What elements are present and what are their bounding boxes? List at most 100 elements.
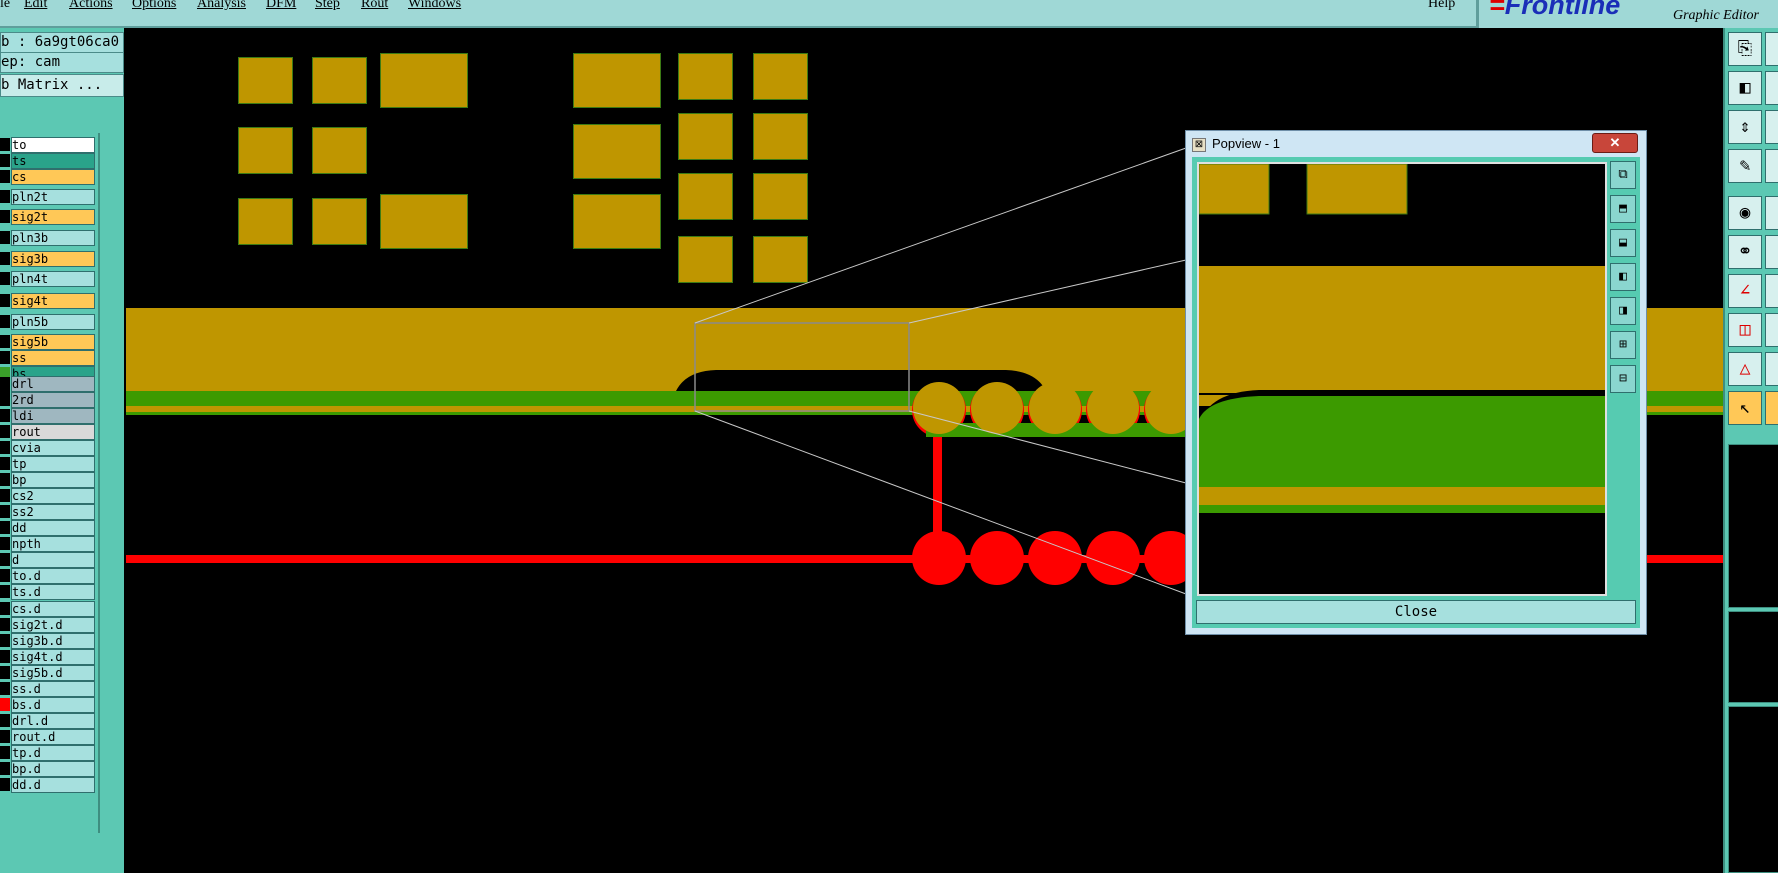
- menu-rout[interactable]: Rout: [361, 0, 389, 11]
- shapes-icon[interactable]: ◫: [1728, 313, 1762, 347]
- layer-name[interactable]: sig4t: [11, 293, 95, 309]
- layer-affected-marker[interactable]: [0, 698, 10, 711]
- layer-name[interactable]: ldi: [11, 408, 95, 424]
- layer-name[interactable]: sig3b.d: [11, 633, 95, 649]
- layer-name[interactable]: bp.d: [11, 761, 95, 777]
- layer-affected-marker[interactable]: [0, 393, 10, 406]
- layer-affected-marker[interactable]: [0, 138, 10, 151]
- layer-affected-marker[interactable]: [0, 190, 10, 203]
- window-icon[interactable]: ◧: [1728, 71, 1762, 105]
- layer-affected-marker[interactable]: [0, 634, 10, 647]
- tools-icon[interactable]: ✎: [1728, 149, 1762, 183]
- layer-affected-marker[interactable]: [0, 778, 10, 791]
- layer-affected-marker[interactable]: [0, 618, 10, 631]
- layer-name[interactable]: dd.d: [11, 777, 95, 793]
- layer-affected-marker[interactable]: [0, 377, 10, 390]
- layer-affected-marker[interactable]: [0, 315, 10, 328]
- layer-affected-marker[interactable]: [0, 272, 10, 285]
- resize-icon[interactable]: ⇕: [1728, 110, 1762, 144]
- layer-affected-marker[interactable]: [0, 569, 10, 582]
- popview-titlebar[interactable]: ⊠ Popview - 1 ✕: [1186, 131, 1646, 157]
- zoom-in-icon[interactable]: ⊞: [1610, 331, 1636, 359]
- layer-affected-marker[interactable]: [0, 231, 10, 244]
- layer-affected-marker[interactable]: [0, 489, 10, 502]
- layer-name[interactable]: pln3b: [11, 230, 95, 246]
- close-icon[interactable]: ✕: [1592, 133, 1638, 153]
- layer-name[interactable]: pln4t: [11, 271, 95, 287]
- pan-left-icon[interactable]: ◧: [1610, 263, 1636, 291]
- layer-name[interactable]: ss2: [11, 504, 95, 520]
- layer-name[interactable]: bp: [11, 472, 95, 488]
- layer-affected-marker[interactable]: [0, 730, 10, 743]
- menu-step[interactable]: Step: [315, 0, 340, 11]
- layer-affected-marker[interactable]: [0, 602, 10, 615]
- layer-affected-marker[interactable]: [0, 441, 10, 454]
- layer-name[interactable]: rout.d: [11, 729, 95, 745]
- pan-up-icon[interactable]: ⬒: [1610, 195, 1636, 223]
- layer-affected-marker[interactable]: [0, 252, 10, 265]
- layer-name[interactable]: cs: [11, 169, 95, 185]
- layer-name[interactable]: ts: [11, 153, 95, 169]
- menu-options[interactable]: Options: [132, 0, 177, 11]
- layer-name[interactable]: dd: [11, 520, 95, 536]
- clipboard-icon[interactable]: ⎘: [1728, 32, 1762, 66]
- menu-dfm[interactable]: DFM: [266, 0, 297, 11]
- layer-name[interactable]: sig2t: [11, 209, 95, 225]
- layer-name[interactable]: drl: [11, 376, 95, 392]
- layer-affected-marker[interactable]: [0, 425, 10, 438]
- menu-actions[interactable]: Actions: [69, 0, 113, 11]
- layer-name[interactable]: sig5b: [11, 334, 95, 350]
- layer-affected-marker[interactable]: [0, 457, 10, 470]
- pad-icon[interactable]: ◉: [1728, 196, 1762, 230]
- pan-down-icon[interactable]: ⬓: [1610, 229, 1636, 257]
- zoom-fit-icon[interactable]: ⧉: [1610, 161, 1636, 189]
- triangle-icon[interactable]: △: [1728, 352, 1762, 386]
- layer-affected-marker[interactable]: [0, 409, 10, 422]
- layer-name[interactable]: ts.d: [11, 584, 95, 600]
- layer-affected-marker[interactable]: [0, 714, 10, 727]
- layer-name[interactable]: cs2: [11, 488, 95, 504]
- layer-affected-marker[interactable]: [0, 210, 10, 223]
- layer-name[interactable]: drl.d: [11, 713, 95, 729]
- layer-affected-marker[interactable]: [0, 351, 10, 364]
- layer-name[interactable]: sig5b.d: [11, 665, 95, 681]
- layer-name[interactable]: pln5b: [11, 314, 95, 330]
- layer-name[interactable]: tp: [11, 456, 95, 472]
- zoom-out-icon[interactable]: ⊟: [1610, 365, 1636, 393]
- layer-affected-marker[interactable]: [0, 682, 10, 695]
- layer-affected-marker[interactable]: [0, 154, 10, 167]
- layer-name[interactable]: sig2t.d: [11, 617, 95, 633]
- layer-affected-marker[interactable]: [0, 473, 10, 486]
- layer-name[interactable]: tp.d: [11, 745, 95, 761]
- layer-name[interactable]: rout: [11, 424, 95, 440]
- layer-name[interactable]: 2rd: [11, 392, 95, 408]
- layer-name[interactable]: to: [11, 137, 95, 153]
- layer-name[interactable]: sig3b: [11, 251, 95, 267]
- layer-name[interactable]: ss.d: [11, 681, 95, 697]
- layer-affected-marker[interactable]: [0, 650, 10, 663]
- layer-affected-marker[interactable]: [0, 746, 10, 759]
- layer-name[interactable]: to.d: [11, 568, 95, 584]
- layer-affected-marker[interactable]: [0, 170, 10, 183]
- layer-affected-marker[interactable]: [0, 335, 10, 348]
- matrix-button[interactable]: b Matrix ...: [0, 74, 124, 97]
- layer-name[interactable]: bs.d: [11, 697, 95, 713]
- popview-canvas[interactable]: [1197, 162, 1607, 596]
- layer-affected-marker[interactable]: [0, 585, 10, 598]
- layer-name[interactable]: pln2t: [11, 189, 95, 205]
- menu-analysis[interactable]: Analysis: [197, 0, 246, 11]
- pointer-icon[interactable]: ↖: [1728, 391, 1762, 425]
- layer-name[interactable]: d: [11, 552, 95, 568]
- menu-windows[interactable]: Windows: [408, 0, 462, 11]
- layer-affected-marker[interactable]: [0, 294, 10, 307]
- layer-name[interactable]: cs.d: [11, 601, 95, 617]
- menu-edit[interactable]: Edit: [24, 0, 48, 11]
- menu-file[interactable]: le: [0, 0, 11, 11]
- layer-affected-marker[interactable]: [0, 762, 10, 775]
- layer-name[interactable]: cvia: [11, 440, 95, 456]
- layer-affected-marker[interactable]: [0, 505, 10, 518]
- connect-icon[interactable]: ⚭: [1728, 235, 1762, 269]
- pan-right-icon[interactable]: ◨: [1610, 297, 1636, 325]
- layer-name[interactable]: npth: [11, 536, 95, 552]
- layer-name[interactable]: sig4t.d: [11, 649, 95, 665]
